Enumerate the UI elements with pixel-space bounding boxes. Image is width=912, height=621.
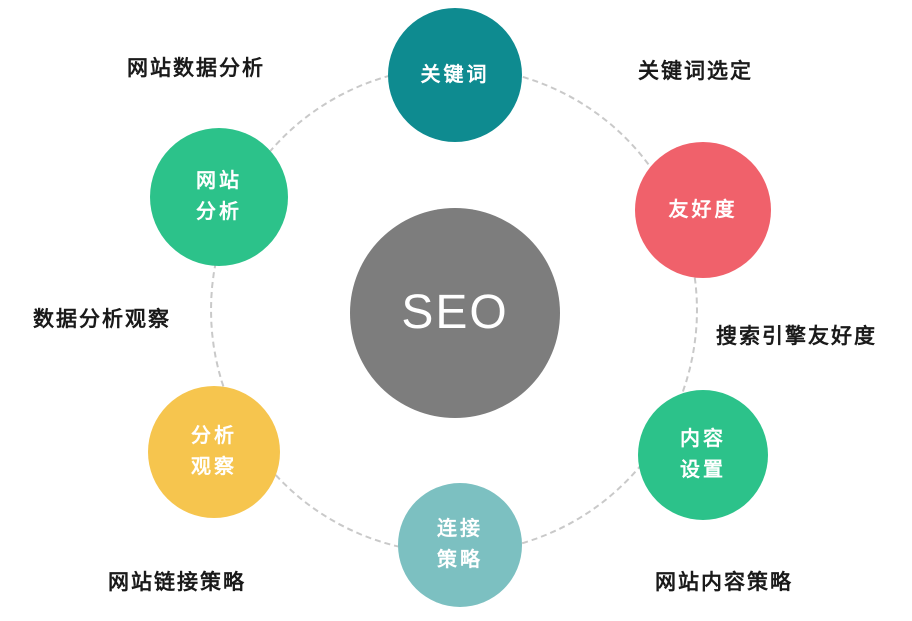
node-friendliness-label: 友好度 <box>668 198 738 221</box>
label-data-analysis-observation: 数据分析观察 <box>33 308 171 331</box>
label-website-data-analysis: 网站数据分析 <box>127 57 265 80</box>
node-keywords: 关键词 <box>388 8 522 142</box>
node-link-strategy-label: 连接 策略 <box>437 518 483 571</box>
node-website-analysis: 网站 分析 <box>150 128 288 266</box>
node-content-settings: 内容 设置 <box>638 390 768 520</box>
center-node-seo: SEO <box>350 208 560 418</box>
label-website-link-strategy: 网站链接策略 <box>108 571 246 594</box>
label-website-content-strategy: 网站内容策略 <box>655 571 793 594</box>
node-keywords-label: 关键词 <box>420 63 490 86</box>
node-analysis-observation: 分析 观察 <box>148 386 280 518</box>
label-keyword-selection: 关键词选定 <box>638 60 753 83</box>
label-search-engine-friendliness: 搜索引擎友好度 <box>716 325 877 348</box>
node-friendliness: 友好度 <box>635 142 771 278</box>
center-node-label: SEO <box>401 286 509 339</box>
node-content-settings-label: 内容 设置 <box>680 428 726 481</box>
node-link-strategy: 连接 策略 <box>398 483 522 607</box>
node-website-analysis-label: 网站 分析 <box>196 170 242 223</box>
node-analysis-observation-label: 分析 观察 <box>191 425 237 478</box>
